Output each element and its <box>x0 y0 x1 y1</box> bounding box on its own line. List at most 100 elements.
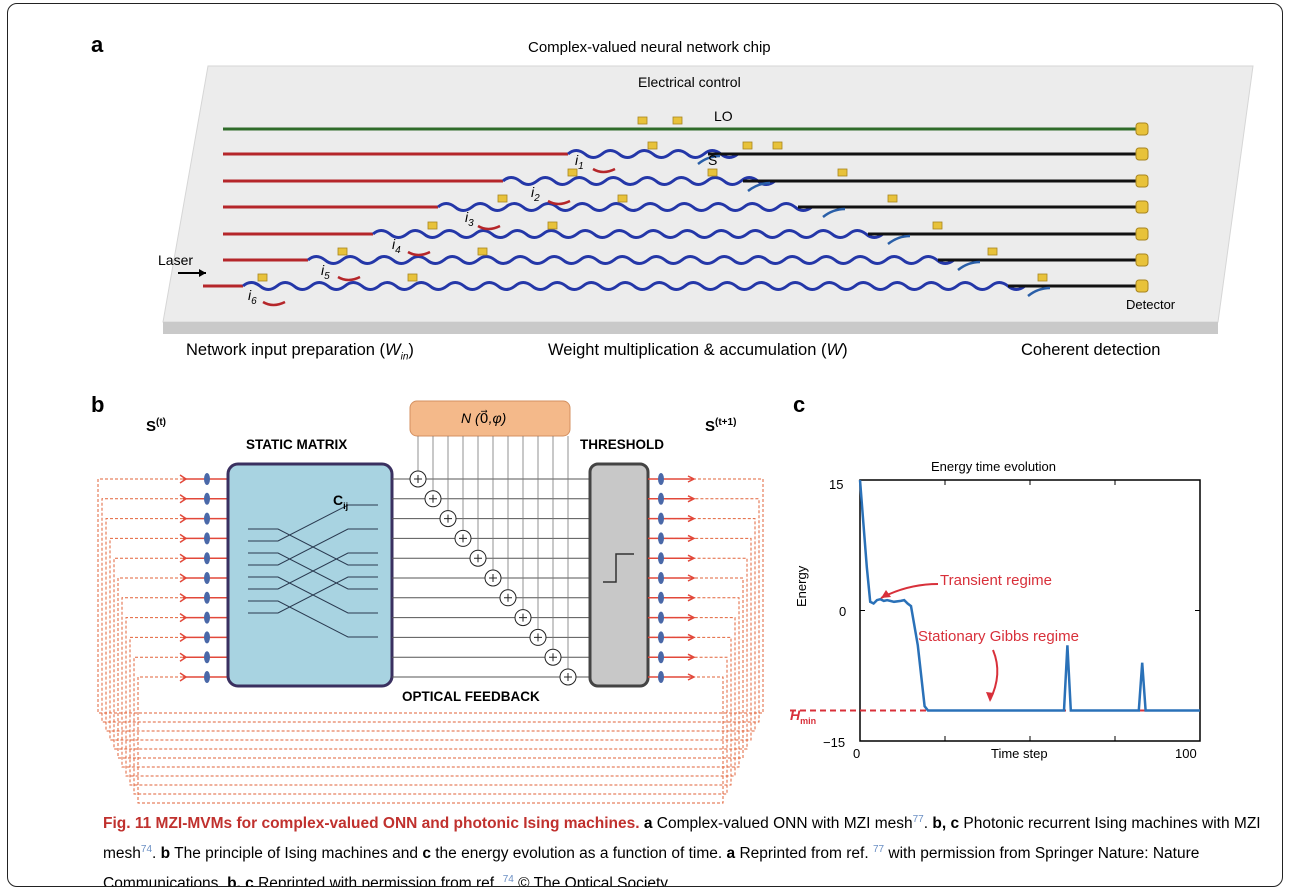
spin-out-icon <box>658 651 664 664</box>
heater-icon <box>672 116 683 125</box>
energy-chart <box>790 479 1201 742</box>
input-chevron-icon <box>179 474 188 484</box>
heater-icon <box>337 247 348 256</box>
cij-label: Cij <box>333 492 349 511</box>
heater-icon <box>932 221 943 230</box>
caption-a1: a <box>643 815 653 833</box>
output-arrowhead-icon <box>687 554 696 562</box>
output-arrowhead-icon <box>687 633 696 642</box>
input-prep-label: Network input preparation (Win) <box>186 341 414 363</box>
input-label-i5: i5 <box>321 262 330 282</box>
input-chevron-icon <box>179 632 188 643</box>
spin-icon <box>204 671 210 683</box>
waveguide-weight-row <box>437 202 813 212</box>
signal-arrow-icon <box>822 207 846 218</box>
s-out-label: S(t+1) <box>705 417 737 435</box>
panel-letter-c: c <box>793 392 806 417</box>
waveguide-weight-row <box>372 229 884 239</box>
laser-label: Laser <box>158 252 194 268</box>
detector-icon <box>1135 227 1149 241</box>
xtick-0: 0 <box>853 746 861 761</box>
input-chevron-icon <box>179 513 188 524</box>
caption-ref77-1[interactable]: 77 <box>912 814 924 825</box>
chip-front-face <box>163 322 1218 334</box>
spin-icon <box>204 473 210 485</box>
annotation-gibbs: Stationary Gibbs regime <box>918 628 1079 645</box>
caption-p6: with permission from Springer Nature: Na… <box>103 845 1200 887</box>
output-arrowhead-icon <box>687 653 696 661</box>
x-axis-label: Time step <box>991 746 1048 761</box>
lo-label: LO <box>714 108 733 124</box>
heater-icon <box>742 141 753 150</box>
heater-icon <box>707 168 718 177</box>
spin-out-icon <box>658 671 664 683</box>
spin-out-icon <box>658 591 664 604</box>
electrical-control-label: Electrical control <box>638 74 741 90</box>
input-index-4: 4 <box>395 244 401 256</box>
s-in-superscript: (t) <box>156 417 167 428</box>
input-arrow-icon <box>337 275 361 282</box>
spin-icon <box>204 591 210 604</box>
s-out-superscript: (t+1) <box>715 417 737 428</box>
output-arrowhead-icon <box>687 594 696 602</box>
caption-ref74-2[interactable]: 74 <box>502 874 514 886</box>
spin-out-icon <box>658 631 664 644</box>
caption-p5: Reprinted from ref. <box>739 845 869 863</box>
input-label-i2: i2 <box>531 184 540 204</box>
input-chevron-icon <box>179 553 188 563</box>
input-arrow-icon <box>477 224 501 231</box>
output-arrowhead-icon <box>687 495 696 503</box>
caption-p3: The principle of Ising machines and <box>174 845 418 863</box>
heater-icon <box>637 116 648 125</box>
caption-c: c <box>422 845 431 863</box>
spin-out-icon <box>658 572 664 584</box>
input-chevron-icon <box>179 494 188 504</box>
input-label-i6: i6 <box>248 287 257 307</box>
heater-icon <box>1037 273 1048 282</box>
input-chevron-icon <box>179 652 188 662</box>
ytick-0: 0 <box>839 604 847 619</box>
feedback-loop <box>137 676 724 804</box>
adder-plus-icon <box>414 475 422 483</box>
caption-ref74-1[interactable]: 74 <box>140 844 153 856</box>
caption-p4: the energy evolution as a function of ti… <box>435 845 723 863</box>
input-chevron-icon <box>179 593 188 603</box>
output-arrowhead-icon <box>687 534 696 543</box>
spin-icon <box>204 512 210 525</box>
step-function-icon <box>603 553 634 583</box>
input-label-i1: i1 <box>575 152 584 172</box>
spin-icon <box>204 572 210 584</box>
ising-group <box>97 400 764 804</box>
optical-feedback-label: OPTICAL FEEDBACK <box>402 689 540 704</box>
feedback-loop <box>97 478 764 714</box>
caption-bc1: b, c <box>932 815 960 833</box>
heater-icon <box>427 221 438 230</box>
threshold-box <box>588 462 650 688</box>
adder-plus-icon <box>459 534 467 543</box>
heater-icon <box>567 168 578 177</box>
threshold-label: THRESHOLD <box>580 437 664 452</box>
detector-icon <box>1135 122 1149 136</box>
heater-icon <box>837 168 848 177</box>
adder-plus-icon <box>474 554 482 563</box>
noise-label: N (0⃗,φ) <box>461 410 507 426</box>
caption-p2: Photonic recurrent Ising machines with M… <box>103 815 1261 863</box>
annotation-transient: Transient regime <box>940 572 1052 589</box>
detector-icon <box>1135 200 1149 214</box>
feedback-loop <box>121 597 740 768</box>
panel-letter-b: b <box>91 392 105 417</box>
caption-b: b <box>160 845 171 863</box>
waveguide-weight-row <box>307 255 955 265</box>
caption-ref77-2[interactable]: 77 <box>872 844 885 856</box>
detector-icon <box>1135 147 1149 161</box>
spin-out-icon <box>658 492 664 505</box>
output-arrowhead-icon <box>687 613 696 622</box>
heater-icon <box>257 273 268 282</box>
heater-icon <box>497 194 508 203</box>
input-arrow-icon <box>547 199 571 206</box>
adder-plus-icon <box>489 574 497 582</box>
input-index-3: 3 <box>468 217 474 229</box>
adder-plus-icon <box>504 593 512 602</box>
spin-out-icon <box>658 512 664 525</box>
caption-p7: Reprinted with permission from ref. <box>258 875 499 887</box>
